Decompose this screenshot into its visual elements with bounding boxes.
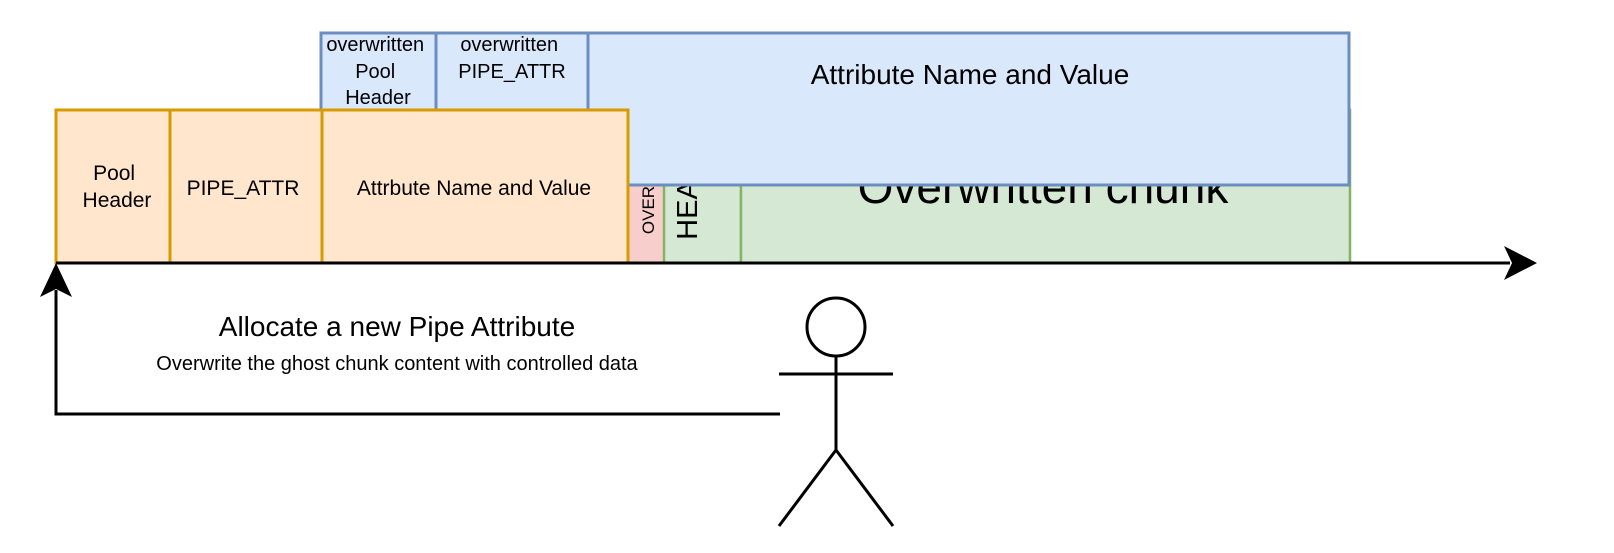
pool-header-cell [54, 108, 172, 265]
new-pipe-attribute: Pool Header PIPE_ATTR Attrbute Name and … [54, 108, 630, 265]
attr-name-value-cell [320, 108, 630, 265]
overwritten-pipe-attr-cell [434, 31, 590, 115]
actor-figure [777, 296, 895, 527]
caption-title: Allocate a new Pipe Attribute [219, 311, 575, 342]
memory-axis [56, 246, 1537, 280]
overwritten-pipe-attr-label: overwritten PIPE_ATTR [458, 34, 565, 83]
attr-name-value-label: Attrbute Name and Value [357, 177, 591, 200]
overwritten-pool-header-label: overwritten Pool Header [326, 34, 429, 109]
overwritten-attr-name-value-label: Attribute Name and Value [811, 59, 1130, 90]
actor-head [805, 296, 867, 358]
allocation-arrow [40, 263, 780, 416]
overwritten-attr-name-value-cell [586, 31, 1351, 187]
ghost-header-label: HEA [672, 180, 704, 240]
overwritten-region: overwritten Pool Header overwritten PIPE… [319, 31, 1351, 187]
ghost-over-label: OVER [639, 186, 658, 234]
axis-arrowhead [1504, 246, 1537, 280]
caption-subtitle: Overwrite the ghost chunk content with c… [156, 353, 638, 375]
actor-right-leg [834, 449, 895, 527]
actor-left-leg [777, 449, 838, 527]
pool-header-label: Pool Header [83, 162, 152, 212]
allocation-arrowhead [40, 263, 72, 297]
pipe-attr-label: PIPE_ATTR [187, 177, 300, 200]
